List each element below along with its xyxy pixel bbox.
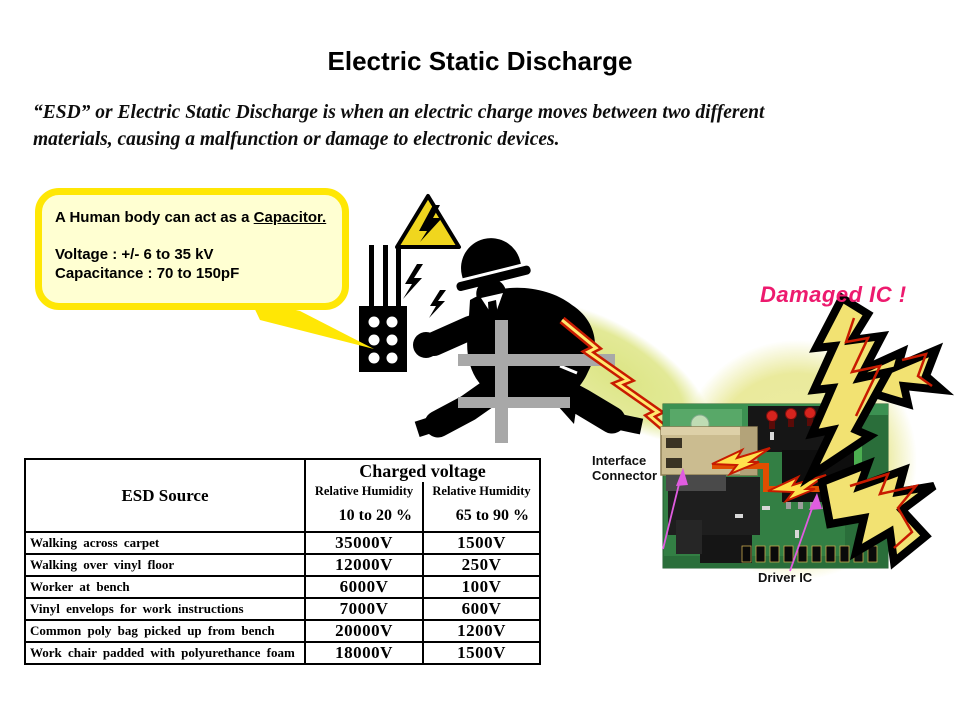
damaged-ic-label: Damaged IC !	[760, 282, 907, 307]
row-voltage-low: 12000V	[304, 553, 422, 575]
table-header-humidity-low: Relative Humidity	[304, 482, 422, 501]
table-row: Walking over vinyl floor 12000V 250V	[26, 553, 540, 575]
callout-line-1-text: A Human body can act as a	[55, 209, 254, 226]
row-voltage-low: 7000V	[304, 597, 422, 619]
callout-capacitor-underline: Capacitor.	[253, 209, 327, 226]
intro-line-1: “ESD” or Electric Static Discharge is wh…	[33, 102, 765, 123]
row-voltage-low: 6000V	[304, 575, 422, 597]
damage-bolt-graphic	[800, 292, 955, 570]
page-title: Electric Static Discharge	[327, 46, 633, 76]
esd-voltage-table: ESD Source Charged voltage Relative Humi…	[24, 458, 542, 665]
row-source: Work chair padded with polyurethance foa…	[26, 641, 304, 663]
callout-spacer	[55, 227, 332, 245]
table-header-range-high: 65 to 90 %	[422, 501, 539, 531]
row-source: Common poly bag picked up from bench	[26, 619, 304, 641]
capacitor-callout-bubble: A Human body can act as a Capacitor. Vol…	[35, 188, 349, 310]
table-header-range-low: 10 to 20 %	[304, 501, 422, 531]
intro-line-2: materials, causing a malfunction or dama…	[33, 129, 560, 150]
interface-connector-arrow	[662, 468, 688, 550]
callout-voltage-line: Voltage : +/- 6 to 35 kV	[55, 246, 214, 263]
table-row: Work chair padded with polyurethance foa…	[26, 641, 540, 663]
callout-line-1: A Human body can act as a Capacitor.	[55, 208, 332, 227]
row-voltage-high: 100V	[422, 575, 540, 597]
row-source: Worker at bench	[26, 575, 304, 597]
bench-structure	[458, 320, 615, 443]
table-row: Worker at bench 6000V 100V	[26, 575, 540, 597]
row-voltage-high: 1500V	[422, 531, 540, 553]
driver-ic-arrow	[789, 493, 822, 572]
speech-bubble-tail	[250, 299, 374, 349]
table-row: Walking across carpet 35000V 1500V	[26, 531, 540, 553]
driver-ic-label: Driver IC	[758, 570, 813, 585]
row-source: Walking across carpet	[26, 531, 304, 553]
table-header-humidity-high: Relative Humidity	[422, 482, 539, 501]
table-header-charged-voltage: Charged voltage	[304, 460, 539, 482]
row-voltage-high: 250V	[422, 553, 540, 575]
interface-connector-graphic	[660, 426, 758, 491]
intro-paragraph: “ESD” or Electric Static Discharge is wh…	[33, 99, 873, 153]
esd-discharge-bolt	[559, 316, 695, 456]
row-voltage-low: 20000V	[304, 619, 422, 641]
table-row: Vinyl envelops for work instructions 700…	[26, 597, 540, 619]
control-panel-graphic	[359, 245, 407, 372]
table-row: Common poly bag picked up from bench 200…	[26, 619, 540, 641]
row-source: Vinyl envelops for work instructions	[26, 597, 304, 619]
callout-capacitance-line: Capacitance : 70 to 150pF	[55, 265, 240, 282]
high-voltage-warning-icon	[395, 194, 461, 249]
interface-connector-label-line1: Interface	[592, 453, 647, 468]
row-voltage-low: 18000V	[304, 641, 422, 663]
row-voltage-high: 1200V	[422, 619, 540, 641]
row-voltage-low: 35000V	[304, 531, 422, 553]
interface-connector-label: Interface Connector	[592, 453, 657, 483]
spark-bolt-icons	[403, 264, 446, 318]
row-voltage-high: 1500V	[422, 641, 540, 663]
table-header-esd-source: ESD Source	[121, 485, 209, 505]
row-source: Walking over vinyl floor	[26, 553, 304, 575]
interface-connector-label-line2: Connector	[592, 468, 657, 483]
row-voltage-high: 600V	[422, 597, 540, 619]
